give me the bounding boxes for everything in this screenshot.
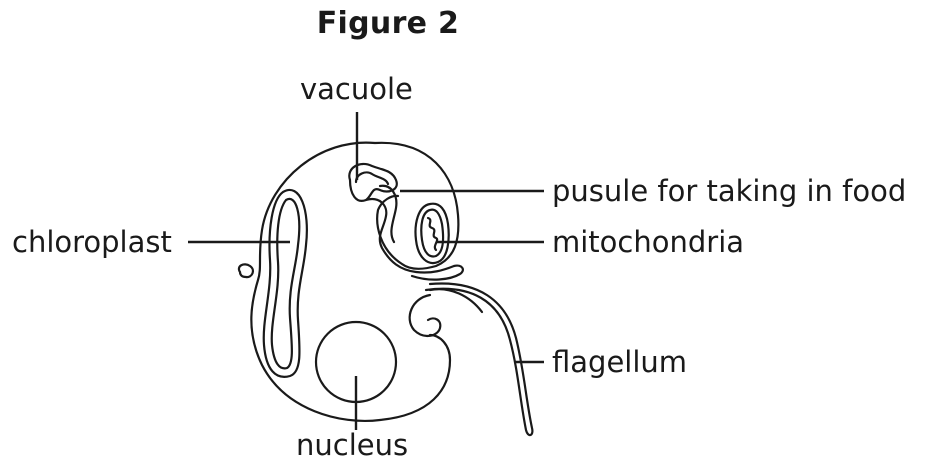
membrane-blob (239, 264, 253, 277)
label-vacuole: vacuole (300, 72, 413, 106)
label-mitochondria: mitochondria (552, 225, 744, 259)
label-nucleus: nucleus (296, 428, 408, 462)
chloroplast-shape (264, 190, 307, 377)
flagellum-shape (426, 283, 532, 435)
label-pusule: pusule for taking in food (552, 174, 906, 208)
label-chloroplast: chloroplast (12, 225, 172, 259)
label-flagellum: flagellum (552, 345, 687, 379)
flagellum-base (410, 295, 441, 336)
